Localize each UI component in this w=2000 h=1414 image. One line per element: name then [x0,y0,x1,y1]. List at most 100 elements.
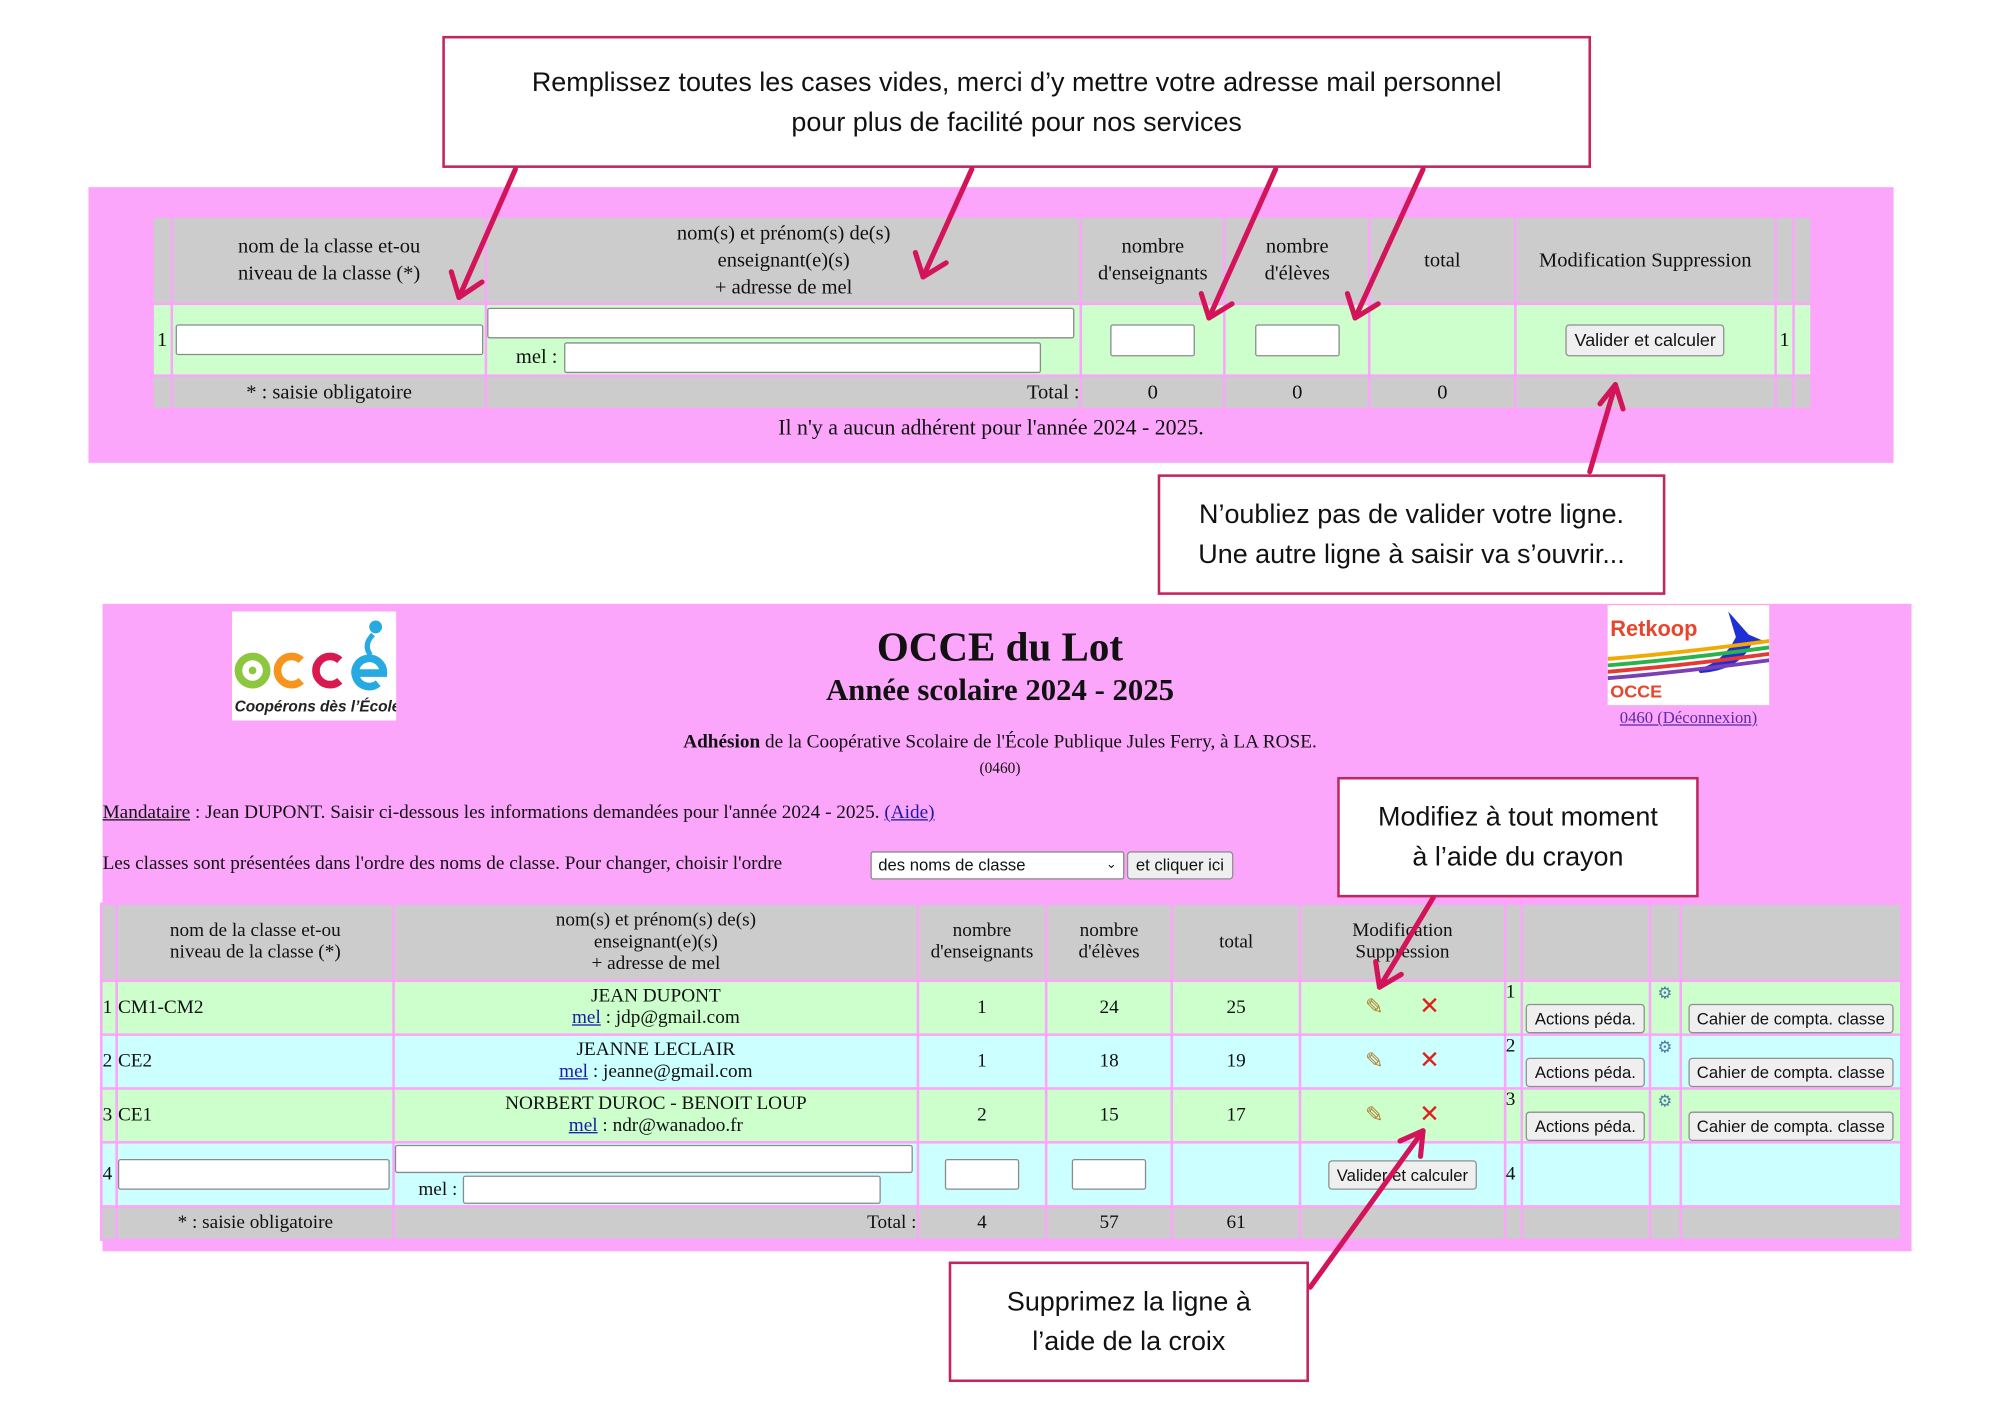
nb-pupils-input[interactable] [1254,323,1340,356]
order-apply-button[interactable]: et cliquer ici [1126,851,1233,880]
callout-line: N’oubliez pas de valider votre ligne. [1199,499,1625,530]
row-number: 2 [102,1035,116,1088]
email-input[interactable] [462,1175,881,1204]
class-name-input[interactable] [117,1158,390,1190]
callout-validate: N’oubliez pas de valider votre ligne. Un… [1157,474,1666,595]
callout-fill-all: Remplissez toutes les cases vides, merci… [442,35,1592,168]
mel-link[interactable]: mel [571,1007,601,1029]
mandataire-text: : Jean DUPONT. Saisir ci-dessous les inf… [190,802,885,824]
col-total: total [1173,905,1300,980]
nb-teachers: 1 [919,982,1045,1034]
teacher-name: JEANNE LECLAIR [576,1039,736,1061]
chevron-down-icon: ⌄ [1105,857,1117,872]
required-note: * : saisie obligatoire [173,376,486,408]
nb-teachers: 1 [919,1035,1045,1088]
teacher-name: NORBERT DUROC - BENOIT LOUP [505,1093,807,1115]
total-teachers: 4 [919,1207,1045,1239]
callout-line: Modifiez à tout moment [1378,802,1658,833]
adhesion-text: de la Coopérative Scolaire de l'École Pu… [760,732,1317,753]
mel-link[interactable]: mel [559,1061,589,1083]
row-number-right: 4 [1505,1143,1520,1206]
total: 17 [1173,1089,1300,1142]
email-input[interactable] [563,341,1041,373]
col-modif-suppr: Modification Suppression [1516,217,1775,303]
table-row-input: 4 mel : Valider et calculer 4 [102,1143,1900,1206]
teacher-email: : jeanne@gmail.com [588,1061,753,1083]
logout-link[interactable]: 0460 (Déconnexion) [1619,707,1758,727]
total-all: 0 [1371,376,1514,408]
occe-logo: Coopérons dès l’École [232,611,401,721]
nb-pupils: 24 [1047,982,1171,1034]
total-label: Total : [395,1207,917,1239]
table-row-input: 1 mel : Valider et calculer 1 [153,305,1811,375]
school-code: (0460) [979,758,1021,777]
accounting-icon[interactable]: ⚙ [1657,1091,1673,1111]
callout-line: Supprimez la ligne à [1006,1287,1251,1317]
adhesion-line: Adhésion de la Coopérative Scolaire de l… [487,732,1513,754]
row-number: 1 [102,982,116,1034]
row-number-right: 1 [1505,982,1520,1034]
callout-delete: Supprimez la ligne à l’aide de la croix [948,1261,1309,1383]
teacher-name-input[interactable] [395,1144,914,1174]
col-teachers: nom(s) et prénom(s) de(s)enseignant(e)(s… [487,217,1080,303]
validate-button[interactable]: Valider et calculer [1327,1159,1478,1190]
row-number: 4 [102,1143,116,1206]
accounting-book-button[interactable]: Cahier de compta. classe [1687,1003,1894,1034]
order-select[interactable]: des noms de classe ⌄ [870,851,1125,880]
col-total: total [1371,217,1514,303]
totals-row: * : saisie obligatoire Total : 0 0 0 [153,376,1811,408]
page-title: OCCE du Lot [876,623,1124,670]
order-select-value: des noms de classe [878,855,1026,875]
pencil-icon[interactable]: ✎ [1365,1048,1384,1073]
teacher-email: : jdp@gmail.com [600,1007,740,1029]
nb-pupils: 18 [1047,1035,1171,1088]
svg-text:OCCE: OCCE [1610,681,1662,701]
delete-x-icon[interactable]: ✕ [1419,992,1440,1020]
help-link[interactable]: (Aide) [884,802,935,824]
mandataire-line: Mandataire : Jean DUPONT. Saisir ci-dess… [103,803,935,825]
pencil-icon[interactable]: ✎ [1365,994,1384,1019]
accounting-icon[interactable]: ⚙ [1657,983,1673,1003]
actions-peda-button[interactable]: Actions péda. [1525,1057,1645,1088]
accounting-icon[interactable]: ⚙ [1657,1037,1673,1057]
delete-x-icon[interactable]: ✕ [1419,1100,1440,1128]
accounting-book-button[interactable]: Cahier de compta. classe [1687,1057,1894,1088]
actions-peda-button[interactable]: Actions péda. [1525,1111,1645,1142]
nb-teachers-input[interactable] [1110,323,1196,356]
validate-button[interactable]: Valider et calculer [1565,323,1725,356]
class-name: CE2 [117,1035,393,1088]
callout-line: à l’aide du crayon [1412,842,1624,872]
mel-link[interactable]: mel [568,1115,598,1136]
accounting-book-button[interactable]: Cahier de compta. classe [1687,1111,1894,1142]
callout-modify: Modifiez à tout moment à l’aide du crayo… [1337,776,1699,898]
class-name-input[interactable] [175,324,483,356]
mel-label: mel : [418,1178,458,1200]
occe-logo-icon: Coopérons dès l’École [234,620,401,716]
nb-teachers-input[interactable] [944,1158,1020,1190]
callout-line: l’aide de la croix [1032,1326,1226,1357]
pencil-icon[interactable]: ✎ [1365,1101,1384,1127]
nb-teachers: 2 [919,1089,1045,1142]
teacher-name-input[interactable] [487,307,1075,338]
mel-label: mel : [515,346,558,368]
actions-peda-button[interactable]: Actions péda. [1525,1003,1645,1034]
callout-line: Une autre ligne à saisir va s’ouvrir... [1198,539,1625,570]
nb-pupils-input[interactable] [1071,1158,1147,1190]
class-name: CE1 [117,1089,393,1142]
nb-pupils: 15 [1047,1089,1171,1142]
delete-x-icon[interactable]: ✕ [1419,1046,1440,1074]
total-label: Total : [487,376,1080,408]
